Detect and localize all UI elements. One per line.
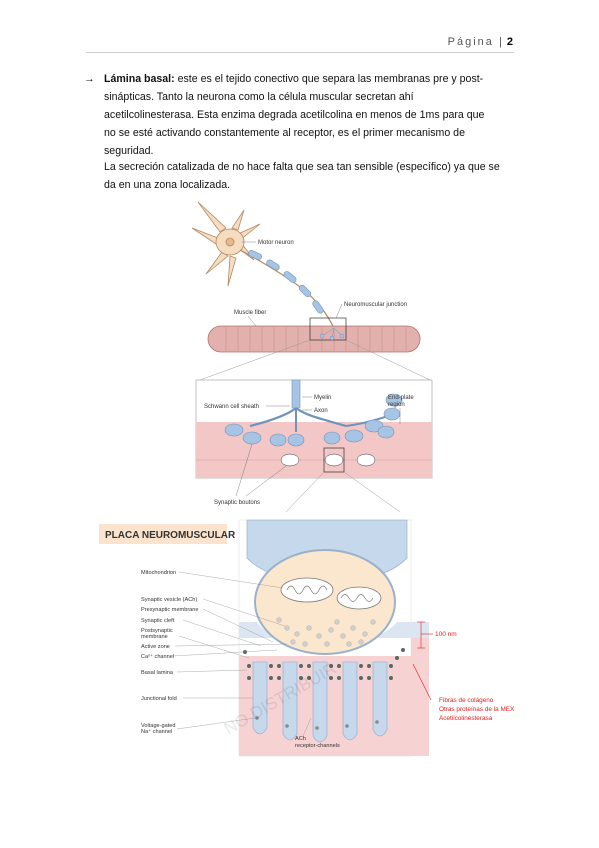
presynaptic-terminal <box>254 549 396 655</box>
annotation-mex: Otras proteínas de la MEX <box>439 706 515 713</box>
label-cleft: Synaptic cleft <box>141 618 175 624</box>
muscle-fiber-icon <box>207 325 421 353</box>
bullet-paragraph: → Lámina basal: este es el tejido conect… <box>84 70 499 160</box>
placa-neuromuscular-figure: PLACA NEUROMUSCULAR <box>99 519 515 757</box>
page-separator: | <box>498 36 502 48</box>
label-ca-channel: Ca²⁺ channel <box>141 653 174 660</box>
paragraph-text: este es el tejido conectivo que separa l… <box>104 73 485 157</box>
neuromuscular-junction-figure: Motor neuron Muscle fiber Neuromuscular … <box>191 201 433 512</box>
motor-neuron-icon <box>191 201 261 287</box>
body-paragraph: La secreción catalizada de no hace falta… <box>104 161 500 191</box>
header-rule <box>86 52 514 53</box>
label-boutons: Synaptic boutons <box>214 500 260 506</box>
label-na-channel-1: Voltage-gated <box>141 723 176 729</box>
figure-title-badge <box>99 524 227 544</box>
label-myelin: Myelin <box>314 395 331 401</box>
label-ach-receptor: receptor-channels <box>295 743 340 749</box>
na-channels <box>255 716 379 730</box>
label-junctional-fold: Junctional fold <box>141 696 177 702</box>
vesicles <box>276 617 376 647</box>
annotation-collagen: Fibras de colágeno <box>439 697 494 704</box>
label-motor-neuron: Motor neuron <box>258 240 294 246</box>
label-endplate-2: region <box>388 402 405 408</box>
bold-term: Lámina basal: <box>104 73 175 85</box>
page-header: Página | 2 <box>448 36 513 48</box>
label-vesicle: Synaptic vesicle (ACh) <box>141 597 197 603</box>
left-labels: Mitochondrion Synaptic vesicle (ACh) Pre… <box>141 570 288 735</box>
mitochondrion-icon <box>280 577 382 610</box>
annotation-acetylcholinesterase: Acetilcolinesterasa <box>439 715 493 722</box>
label-axon: Axon <box>314 408 328 414</box>
label-mitochondrion: Mitochondrion <box>141 570 176 576</box>
label-nmj: Neuromuscular junction <box>344 302 407 308</box>
ach-receptor-channels <box>243 648 405 680</box>
arrow-bullet-icon: → <box>84 73 95 85</box>
label-postsynaptic-1: Postsynaptic <box>141 628 173 634</box>
scale-bar: 100 nm <box>417 621 457 649</box>
figure-title: PLACA NEUROMUSCULAR <box>105 530 236 541</box>
label-na-channel-2: Na⁺ channel <box>141 728 172 735</box>
label-ach: ACh <box>295 736 306 742</box>
label-presynaptic: Presynaptic membrane <box>141 607 199 613</box>
label-endplate-1: End-plate <box>388 395 414 401</box>
label-basal-lamina: Basal lamina <box>141 670 174 676</box>
label-postsynaptic-2: membrane <box>141 634 168 640</box>
junctional-folds <box>252 661 388 743</box>
scale-label: 100 nm <box>435 631 457 638</box>
label-schwann: Schwann cell sheath <box>204 404 259 410</box>
page-number: 2 <box>506 36 513 48</box>
label-active-zone: Active zone <box>141 644 170 650</box>
label-muscle-fiber: Muscle fiber <box>234 310 266 316</box>
page-label: Página <box>447 36 494 48</box>
